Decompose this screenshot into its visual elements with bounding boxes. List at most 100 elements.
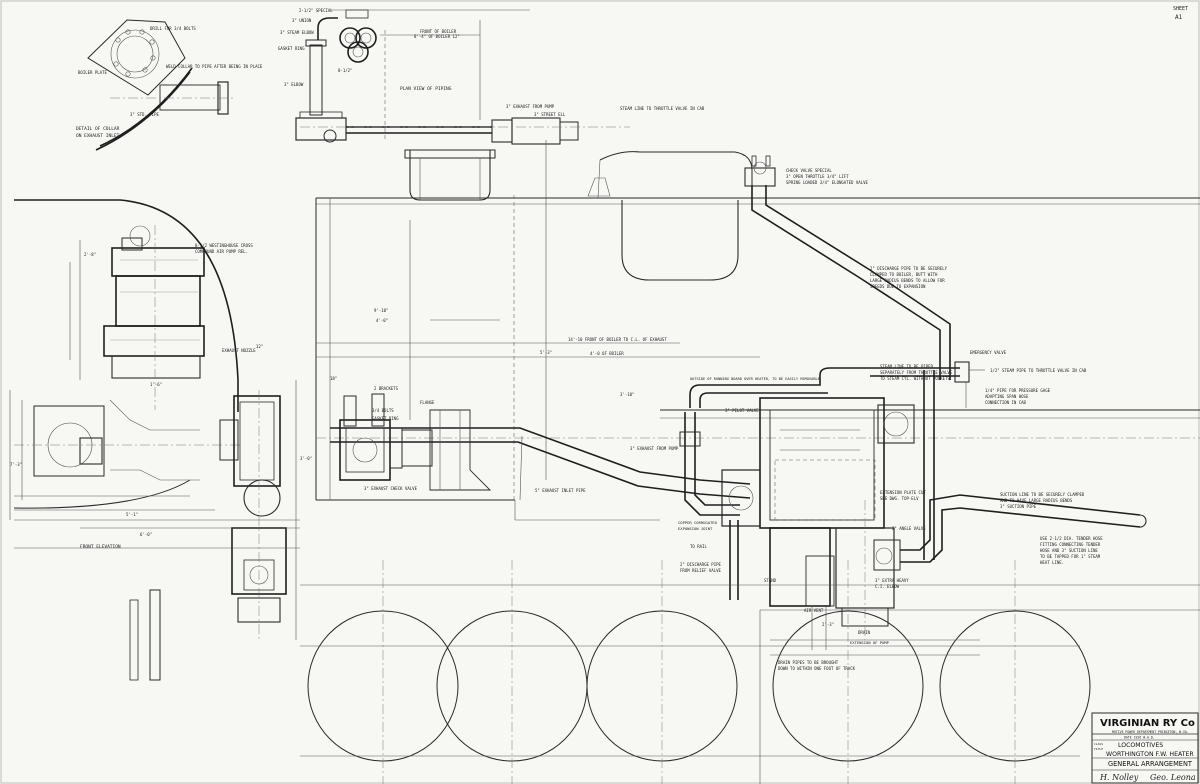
label-boiler-plate: BOILER PLATE [78, 70, 107, 75]
label-steam-line-3: TO STEAM CYL. WITHOUT POCKETS [880, 376, 950, 381]
dim-3-0: 3'-0" [300, 456, 312, 461]
label-steam-pipe-throttle: 1/2" STEAM PIPE TO THROTTLE VALVE IN CAB [990, 368, 1087, 373]
title-class-label: CLASS [1094, 742, 1103, 746]
front-elevation [9, 199, 300, 681]
title-line-2: WORTHINGTON F.W. HEATER [1106, 751, 1194, 758]
title-company: VIRGINIAN RY Co [1100, 718, 1195, 729]
title-office-1: MOTIVE POWER DEPARTMENT PRINCETON, W.VA. [1112, 730, 1189, 734]
label-gasket-ring: GASKET RING [278, 46, 305, 51]
dim-9-10: 9'-10" [374, 308, 388, 313]
label-drill-bolts: DRILL FOR 3/4 BOLTS [150, 26, 196, 31]
label-extension-plate-1: EXTENSION PLATE CUT [880, 490, 926, 495]
label-drain-pipes-1: DRAIN PIPES TO BE BROUGHT [778, 660, 839, 665]
front-elevation-title: FRONT ELEVATION [80, 544, 121, 550]
label-to-rail: TO RAIL [690, 544, 707, 549]
label-air-vent: AIR VENT [804, 608, 824, 613]
label-steam-to-throttle: STEAM LINE TO THROTTLE VALVE IN CAB [620, 106, 705, 111]
label-weld-collar: WELD COLLAR TO PIPE AFTER BEING IN PLACE [166, 64, 263, 69]
dim-2-3: 2'-3" [822, 622, 834, 627]
label-front-of-boiler-plan: FRONT OF BOILER [420, 29, 457, 34]
label-tender-hose-1: USE 2-1/2 DIA. TENDER HOSE [1040, 536, 1103, 541]
dimensions: 8'-4" OF BOILER 12" 8-1/2" 4'-0" 5'-3" 5… [10, 34, 834, 627]
label-ell-pipe: 3" STD. PIPE [130, 112, 159, 117]
label-discharge-relief-1: 2" DISCHARGE PIPE [680, 562, 722, 567]
label-discharge-relief-2: FROM RELIEF VALVE [680, 568, 722, 573]
label-discharge-2: CLAMPED TO BOILER, BUTT WITH [870, 272, 938, 277]
label-extension-pump: EXTENSION OF PUMP [850, 640, 890, 645]
dim-1-6: 1'-6" [150, 382, 162, 387]
label-extra-heavy-1: 3" EXTRA HEAVY [875, 578, 909, 583]
label-flange: FLANGE [420, 400, 435, 405]
label-exhaust-check-valve: 3" EXHAUST CHECK VALVE [364, 486, 418, 491]
label-gasket-ring-2: GASKET RING [372, 416, 399, 421]
label-brackets: 2 BRACKETS [374, 386, 399, 391]
label-exhaust-inlet-pipe: 5" EXHAUST INLET PIPE [535, 488, 586, 493]
label-copper-1: COPPER CORRUGATED [678, 520, 718, 525]
label-westinghouse-1: 8-1/2 WESTINGHOUSE CROSS [195, 243, 253, 248]
plan-view-of-piping: 2-1/2" SPECIAL 3" UNION 3" STEAM ELBOW G… [278, 8, 705, 145]
label-emergency-valve: EMERGENCY VALVE [970, 350, 1007, 355]
dim-5-3: 5'-3" [540, 350, 552, 355]
dim-6-0: 6'-0" [140, 532, 152, 537]
label-tender-hose-3: HOSE AND 3" SUCTION LINE [1040, 548, 1098, 553]
label-tender-hose-2: FITTING CONNECTING TENDER [1040, 542, 1101, 547]
title-signature-1: H. Nolley [1099, 773, 1139, 782]
label-suction-line-3: 3" SUCTION PIPE [1000, 504, 1037, 509]
label-check-valve-3: SPRING LOADED 3/4" ELONGATED VALVE [786, 180, 868, 185]
dim-front-boiler: 8'-4" OF BOILER 12" [414, 34, 460, 39]
dim-12: 12" [256, 344, 263, 349]
label-angle-valve: 2" ANGLE VALVE [892, 526, 926, 531]
label-steam-line-1: STEAM LINE TO BE PIPED [880, 364, 934, 369]
label-pressure-gage-1: 1/4" PIPE FOR PRESSURE GAGE [985, 388, 1051, 393]
label-elbow: 3" ELBOW [284, 82, 304, 87]
label-tender-hose-4: TO BE TAPPED FOR 1" STEAM [1040, 554, 1101, 559]
label-pressure-gage-3: CONNECTION IN CAB [985, 400, 1027, 405]
title-line-1: LOCOMOTIVES [1118, 742, 1163, 749]
dim-3-10: 3'-10" [620, 392, 634, 397]
label-special: 2-1/2" SPECIAL [299, 8, 333, 13]
label-street-ell: 3" STREET ELL [534, 112, 566, 117]
title-office-2: DATE 1926 W.A.D. [1124, 736, 1155, 740]
label-extension-plate-2: SEE DWG. TOP-ELV [880, 496, 919, 501]
label-drain: DRAIN [858, 630, 871, 635]
detail-of-collar: DRILL FOR 3/4 BOLTS WELD COLLAR TO PIPE … [76, 19, 263, 151]
label-tender-hose-5: HEAT LINE. [1040, 560, 1064, 565]
label-discharge-1: 2" DISCHARGE PIPE TO BE SECURELY [870, 266, 948, 271]
label-discharge-4: SPEEDS DUE TO EXPANSION [870, 284, 926, 289]
dim-18: 18" [330, 376, 337, 381]
dim-5-1: 5'-1" [126, 512, 138, 517]
label-drain-pipes-2: DOWN TO WITHIN ONE FOOT OF TRACK [778, 666, 856, 671]
label-exhaust-from-pump-2: 3" EXHAUST FROM PUMP [630, 446, 679, 451]
plan-view-title: PLAN VIEW OF PIPING [400, 86, 452, 92]
sheet-number: A1 [1175, 14, 1183, 21]
label-front-boiler-dim: 14'-10 FRONT OF BOILER TO C.L. OF EXHAUS… [568, 337, 667, 342]
label-exhaust-from-pump: 3" EXHAUST FROM PUMP [506, 104, 555, 109]
label-steam-elbow: 3" STEAM ELBOW [280, 30, 314, 35]
label-suction-line-1: SUCTION LINE TO BE SECURELY CLAMPED [1000, 492, 1085, 497]
detail-collar-title-2: ON EXHAUST INLET [76, 133, 120, 139]
sheet-label: SHEET [1173, 6, 1188, 12]
label-steam-line-2: SEPARATELY FROM THROTTLE VALVE [880, 370, 953, 375]
label-discharge-3: LARGE RADIUS BENDS TO ALLOW FOR [870, 278, 945, 283]
label-union: 3" UNION [292, 18, 312, 23]
side-elevation [300, 140, 1200, 784]
title-block: VIRGINIAN RY Co MOTIVE POWER DEPARTMENT … [1091, 712, 1199, 784]
callouts: CHECK VALVE SPECIAL 3" OPEN THROTTLE 3/4… [80, 168, 1103, 671]
label-stand: STAND [764, 578, 777, 583]
label-suction-line-2: AND TO HAVE LARGE RADIUS BENDS [1000, 498, 1073, 503]
label-extra-heavy-2: C.I. ELBOW [875, 584, 900, 589]
driving-wheels [307, 610, 1091, 762]
label-check-valve-2: 3" OPEN THROTTLE 3/4" LIFT [786, 174, 849, 179]
title-line-3: GENERAL ARRANGEMENT [1108, 760, 1193, 768]
dim-4-0: 4'-0" [376, 318, 388, 323]
label-bolts: 3/4 BOLTS [372, 408, 394, 413]
title-title-label: TITLE [1094, 747, 1103, 751]
dim-2-8: 2'-8" [84, 252, 96, 257]
label-check-valve-1: CHECK VALVE SPECIAL [786, 168, 832, 173]
label-pressure-gage-2: ADAPTING SPAN HOSE [985, 394, 1029, 399]
label-exhaust-nozzle: EXHAUST NOZZLE [222, 348, 256, 353]
dim-7-3: 7'-3" [10, 462, 22, 467]
label-copper-2: EXPANSION JOINT [678, 526, 713, 531]
label-pilot-valve: 3" PILOT VALVE [725, 408, 759, 413]
